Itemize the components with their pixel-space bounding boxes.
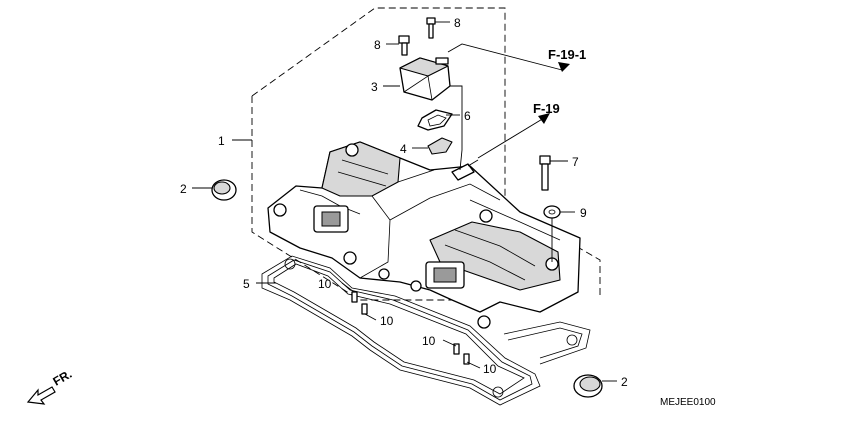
callout-2-left: 2 <box>180 182 187 196</box>
callout-7: 7 <box>572 155 579 169</box>
rubber-seal <box>543 205 561 219</box>
callout-2-right: 2 <box>621 375 628 389</box>
callout-10-d: 10 <box>483 362 497 376</box>
callout-10-c: 10 <box>422 334 436 348</box>
callout-10-b: 10 <box>380 314 394 328</box>
dowel-pins <box>351 291 470 365</box>
special-bolt <box>539 155 551 191</box>
callout-8-lower: 8 <box>374 38 381 52</box>
head-cover-gasket <box>261 255 591 406</box>
callout-5: 5 <box>243 277 250 291</box>
reed-valve-gasket <box>417 109 453 131</box>
leader-10a <box>341 282 355 293</box>
callout-10-a: 10 <box>318 277 332 291</box>
callout-3: 3 <box>371 80 378 94</box>
plug-left <box>211 179 237 201</box>
ref-arrowhead-f19-1 <box>558 62 570 72</box>
leader-10d <box>466 361 481 369</box>
ref-label-f19-1: F-19-1 <box>548 47 586 62</box>
cylinder-head-cover <box>267 141 581 329</box>
assembly-boundary-upper <box>251 7 601 298</box>
pair-control-valve <box>399 57 451 101</box>
bolt-lower <box>398 35 410 56</box>
reed-valve <box>427 137 453 155</box>
front-direction-arrow <box>26 386 56 405</box>
ref-arrow-f19 <box>477 117 545 159</box>
ref-arrowhead-f19 <box>538 113 550 124</box>
diagram-code: MEJEE0100 <box>660 397 716 408</box>
bolt-upper <box>426 17 436 39</box>
front-direction-label: FR. <box>51 367 75 389</box>
callout-1: 1 <box>218 134 225 148</box>
ref-arrow-f19-1 <box>447 43 563 71</box>
plug-right <box>573 374 603 398</box>
leader-10b <box>364 313 377 321</box>
leader-10c <box>442 339 457 347</box>
callout-8-upper: 8 <box>454 16 461 30</box>
callout-4: 4 <box>400 142 407 156</box>
ref-label-f19: F-19 <box>533 101 560 116</box>
leader-valve-to-head <box>450 85 463 171</box>
callout-6: 6 <box>464 109 471 123</box>
callout-9: 9 <box>580 206 587 220</box>
assembly-boundary-left <box>251 96 470 301</box>
